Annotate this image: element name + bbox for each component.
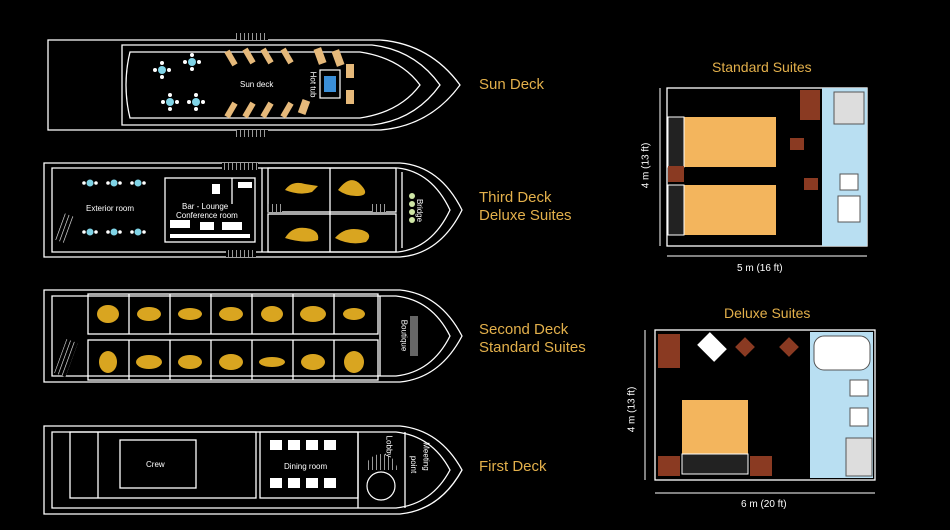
bridge-label: Bridge: [415, 198, 425, 223]
hot-tub-label: Hot tub: [308, 71, 318, 98]
lobby-spiral-stairs: [365, 454, 397, 501]
deluxe-suite-plan: [644, 329, 876, 494]
standard-suite-width: 5 m (16 ft): [737, 263, 783, 274]
dining-tables: [270, 440, 336, 488]
deluxe-suites-title: Deluxe Suites: [724, 305, 811, 321]
meeting-point-label: Meeting: [421, 442, 431, 471]
deluxe-suite-height: 4 m (13 ft): [626, 386, 638, 433]
bar-furniture: [170, 182, 252, 238]
standard-suite-plan: [659, 87, 868, 257]
second-deck-sublabel: Standard Suites: [479, 339, 586, 356]
second-deck-plan: [43, 289, 463, 383]
first-deck-label: First Deck: [479, 458, 547, 475]
second-deck-label: Second Deck: [479, 321, 569, 338]
third-deck-plan: [43, 162, 463, 258]
third-deck-label: Third Deck: [479, 189, 552, 206]
second-deck-animals: [97, 305, 365, 373]
sun-deck-rails: [236, 33, 268, 137]
conference-room-label: Conference room: [176, 211, 238, 220]
bridge-seats: [409, 193, 415, 223]
boutique-label: Boutique: [399, 319, 409, 352]
third-deck-stairs: [53, 163, 386, 257]
crew-label: Crew: [146, 460, 165, 469]
dining-room-label: Dining room: [284, 462, 328, 471]
bar-lounge-label: Bar - Lounge: [182, 202, 229, 211]
third-deck-animals: [285, 180, 370, 244]
third-deck-sublabel: Deluxe Suites: [479, 207, 572, 224]
exterior-tables: [82, 179, 146, 236]
second-deck-stairs: [54, 316, 418, 377]
first-deck-plan: [43, 425, 463, 515]
deluxe-suite-width: 6 m (20 ft): [741, 499, 787, 510]
sun-deck-room-label: Sun deck: [240, 80, 274, 89]
sun-deck-tables: [153, 53, 205, 111]
hot-tub: [319, 69, 341, 99]
sun-loungers: [224, 47, 354, 119]
standard-suite-height: 4 m (13 ft): [640, 142, 652, 189]
exterior-room-label: Exterior room: [86, 204, 135, 213]
standard-suites-title: Standard Suites: [712, 59, 812, 75]
sun-deck-label: Sun Deck: [479, 76, 545, 93]
sun-deck-plan: [47, 39, 461, 131]
second-deck-cabin-dividers: [128, 294, 335, 380]
lobby-label: Lobby: [384, 435, 394, 458]
meeting-point-label-2: point: [409, 455, 419, 474]
